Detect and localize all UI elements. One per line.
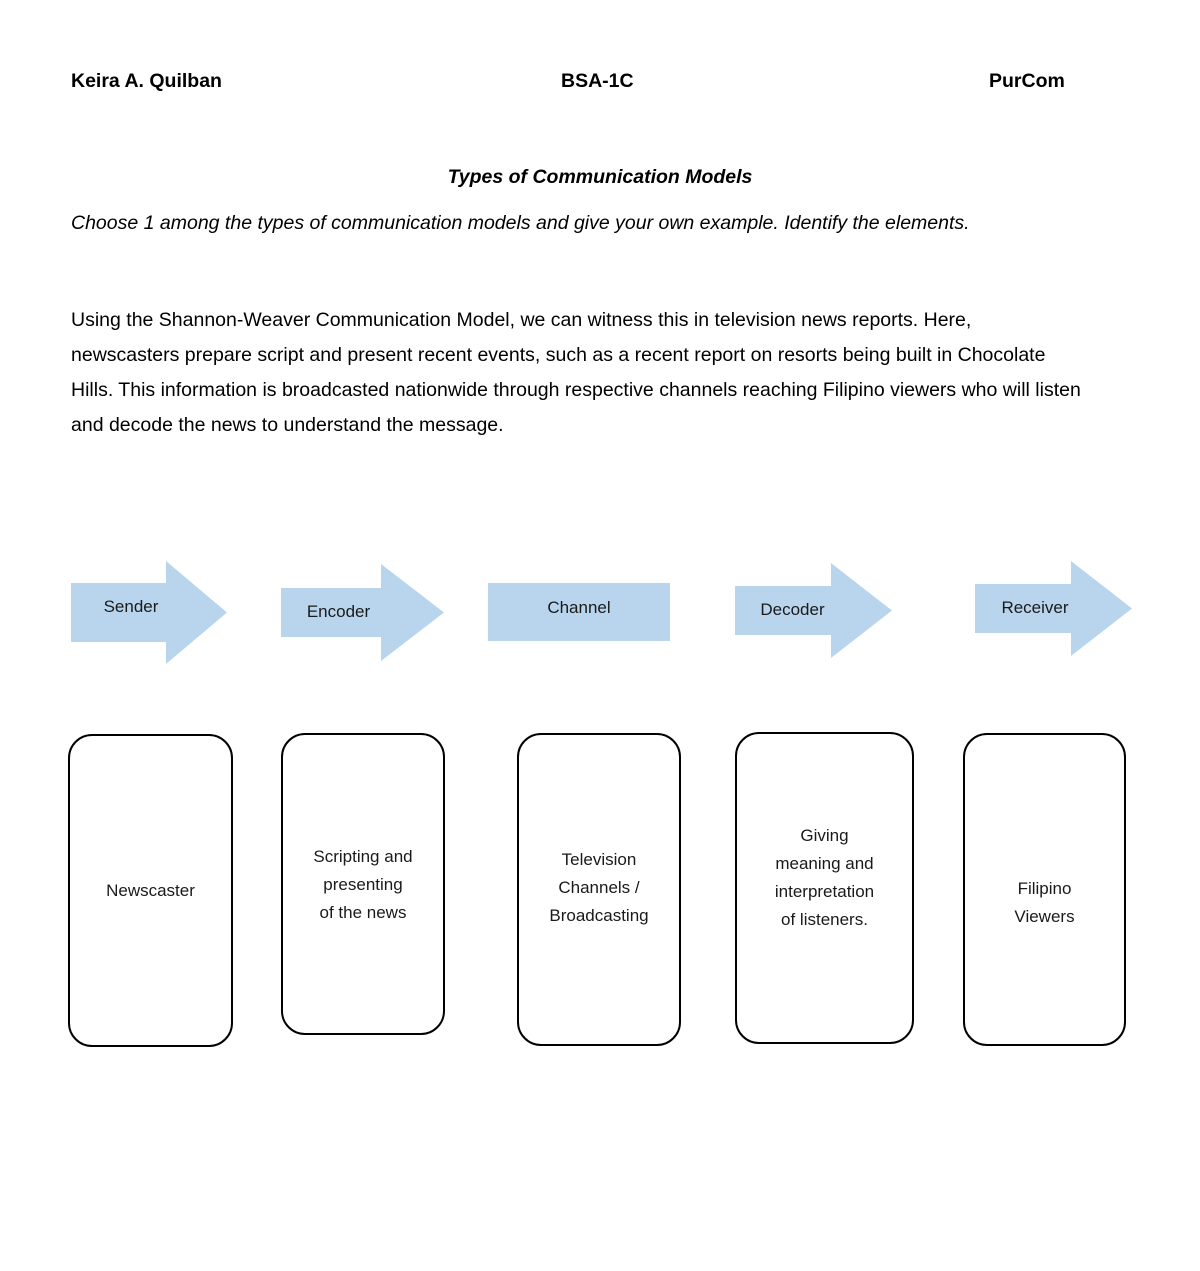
header-subject: PurCom (989, 70, 1065, 92)
flow-label-decoder: Decoder (760, 600, 825, 619)
element-box-text: Television Channels / Broadcasting (549, 850, 649, 925)
element-box-decoder[interactable]: Giving meaning and interpretation of lis… (735, 732, 914, 1044)
header-student-name: Keira A. Quilban (71, 70, 222, 92)
element-box-text: Filipino Viewers (1014, 879, 1075, 926)
flow-label-receiver: Receiver (1001, 598, 1069, 617)
flow-shape-receiver[interactable] (975, 561, 1132, 656)
flow-label-sender: Sender (103, 597, 159, 616)
flow-label-encoder: Encoder (306, 602, 371, 621)
flow-shape-encoder[interactable] (281, 564, 444, 661)
header-section: BSA-1C (561, 70, 634, 92)
document-header: Keira A. Quilban BSA-1C PurCom (71, 70, 1071, 100)
element-box-text: Giving meaning and interpretation of lis… (774, 826, 875, 929)
element-box-sender[interactable]: Newscaster (68, 734, 233, 1047)
element-box-channel[interactable]: Television Channels / Broadcasting (517, 733, 681, 1046)
instruction-text: Choose 1 among the types of communicatio… (71, 212, 970, 234)
element-box-encoder[interactable]: Scripting and presenting of the news (281, 733, 445, 1035)
flow-shape-channel[interactable] (488, 583, 670, 641)
element-box-receiver[interactable]: Filipino Viewers (963, 733, 1126, 1046)
flow-shape-sender[interactable] (71, 561, 227, 664)
body-paragraph: Using the Shannon-Weaver Communication M… (71, 309, 1081, 436)
page-title: Types of Communication Models (447, 166, 753, 188)
element-box-text: Scripting and presenting of the news (313, 847, 413, 922)
flow-shape-decoder[interactable] (735, 563, 892, 658)
element-box-text: Newscaster (106, 880, 195, 900)
flow-label-channel: Channel (547, 598, 611, 617)
